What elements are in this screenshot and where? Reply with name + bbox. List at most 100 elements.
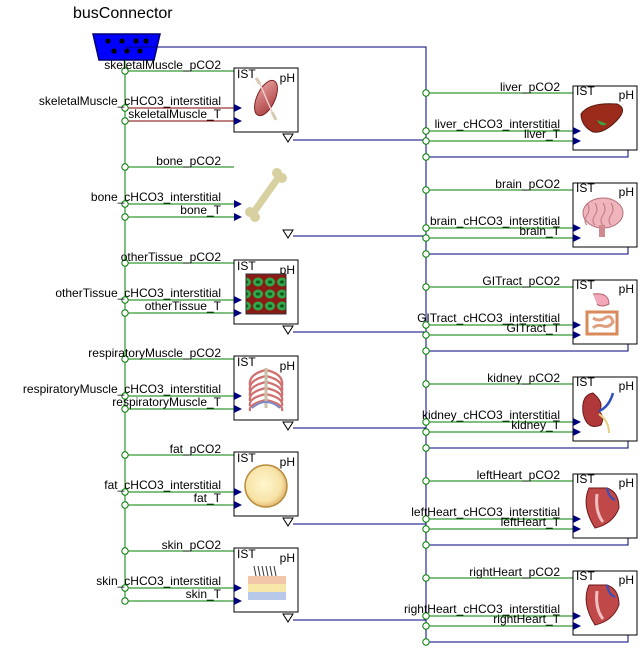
- junction-dot[interactable]: [422, 622, 430, 630]
- junction-dot[interactable]: [121, 117, 129, 125]
- tissue-cells-icon: [245, 273, 287, 315]
- junction-dot[interactable]: [422, 283, 430, 291]
- ph-output-arrow[interactable]: [282, 229, 294, 239]
- junction-dot[interactable]: [422, 137, 430, 145]
- junction-dot[interactable]: [121, 547, 129, 555]
- hco3-input-arrow[interactable]: [234, 104, 242, 112]
- organ-block-liver[interactable]: liver_pCO2liver_cHCO3_interstitialliver_…: [422, 80, 638, 161]
- junction-dot[interactable]: [422, 331, 430, 339]
- temp-input-arrow[interactable]: [234, 501, 242, 509]
- hco3-input-arrow[interactable]: [573, 418, 581, 426]
- temp-input-arrow[interactable]: [573, 234, 581, 242]
- temp-input-arrow[interactable]: [234, 405, 242, 413]
- junction-dot[interactable]: [121, 104, 129, 112]
- temp-label: kidney_T: [511, 418, 560, 432]
- ist-port-label: IST: [576, 472, 595, 486]
- temp-input-arrow[interactable]: [573, 622, 581, 630]
- temp-input-arrow[interactable]: [234, 309, 242, 317]
- junction-dot[interactable]: [121, 67, 129, 75]
- junction-dot[interactable]: [422, 612, 430, 620]
- hco3-input-arrow[interactable]: [234, 584, 242, 592]
- junction-dot[interactable]: [121, 488, 129, 496]
- junction-dot[interactable]: [121, 163, 129, 171]
- temp-label: brain_T: [519, 224, 560, 238]
- ph-output-arrow[interactable]: [282, 613, 294, 623]
- hco3-input-arrow[interactable]: [234, 392, 242, 400]
- junction-dot[interactable]: [422, 428, 430, 436]
- junction-dot[interactable]: [422, 525, 430, 533]
- hco3-input-arrow[interactable]: [573, 612, 581, 620]
- junction-dot[interactable]: [422, 418, 430, 426]
- temp-input-arrow[interactable]: [234, 117, 242, 125]
- junction-dot[interactable]: [422, 186, 430, 194]
- tissue-block-skin[interactable]: skin_pCO2skin_cHCO3_interstitialskin_TIS…: [96, 538, 426, 623]
- junction-dot[interactable]: [121, 296, 129, 304]
- ph-output-wire: [426, 344, 629, 352]
- block-box[interactable]: [233, 547, 299, 613]
- junction-dot[interactable]: [422, 347, 430, 355]
- junction-dot[interactable]: [121, 259, 129, 267]
- ph-output-arrow[interactable]: [282, 421, 294, 431]
- hco3-label: skin_cHCO3_interstitial: [96, 574, 221, 588]
- ph-output-arrow[interactable]: [282, 133, 294, 143]
- junction-dot[interactable]: [121, 392, 129, 400]
- organ-block-leftHeart[interactable]: leftHeart_pCO2leftHeart_cHCO3_interstiti…: [411, 468, 638, 549]
- tissue-block-respiratoryMuscle[interactable]: respiratoryMuscle_pCO2respiratoryMuscle_…: [23, 346, 426, 431]
- hco3-label: GITract_cHCO3_interstitial: [417, 311, 560, 325]
- hco3-input-arrow[interactable]: [234, 488, 242, 496]
- junction-dot[interactable]: [422, 477, 430, 485]
- junction-dot[interactable]: [422, 234, 430, 242]
- hco3-input-arrow[interactable]: [234, 200, 242, 208]
- junction-dot[interactable]: [121, 597, 129, 605]
- organ-block-brain[interactable]: brain_pCO2brain_cHCO3_interstitialbrain_…: [422, 177, 638, 258]
- ph-output-wire: [426, 150, 629, 158]
- junction-dot[interactable]: [422, 541, 430, 549]
- junction-dot[interactable]: [422, 153, 430, 161]
- organ-block-GITract[interactable]: GITract_pCO2GITract_cHCO3_interstitialGI…: [417, 274, 638, 355]
- ph-output-arrow[interactable]: [282, 517, 294, 527]
- tissue-block-skeletalMuscle[interactable]: skeletalMuscle_pCO2skeletalMuscle_cHCO3_…: [39, 58, 426, 143]
- junction-dot[interactable]: [121, 584, 129, 592]
- block-box[interactable]: [572, 376, 638, 442]
- temp-input-arrow[interactable]: [573, 428, 581, 436]
- junction-dot[interactable]: [422, 127, 430, 135]
- junction-dot[interactable]: [422, 380, 430, 388]
- temp-input-arrow[interactable]: [234, 213, 242, 221]
- temp-input-arrow[interactable]: [573, 331, 581, 339]
- ph-output-arrow[interactable]: [282, 325, 294, 335]
- organ-block-rightHeart[interactable]: rightHeart_pCO2rightHeart_cHCO3_intersti…: [404, 565, 638, 646]
- junction-dot[interactable]: [422, 638, 430, 646]
- temp-label: fat_T: [194, 491, 222, 505]
- junction-dot[interactable]: [121, 451, 129, 459]
- temp-input-arrow[interactable]: [573, 137, 581, 145]
- hco3-label: respiratoryMuscle_cHCO3_interstitial: [23, 382, 221, 396]
- junction-dot[interactable]: [121, 355, 129, 363]
- junction-dot[interactable]: [121, 200, 129, 208]
- junction-dot[interactable]: [121, 405, 129, 413]
- temp-input-arrow[interactable]: [234, 597, 242, 605]
- hco3-input-arrow[interactable]: [234, 296, 242, 304]
- junction-dot[interactable]: [422, 321, 430, 329]
- hco3-label: kidney_cHCO3_interstitial: [422, 408, 560, 422]
- tissue-block-otherTissue[interactable]: otherTissue_pCO2otherTissue_cHCO3_inters…: [55, 250, 426, 335]
- junction-dot[interactable]: [121, 501, 129, 509]
- hco3-input-arrow[interactable]: [573, 224, 581, 232]
- junction-dot[interactable]: [422, 89, 430, 97]
- temp-input-arrow[interactable]: [573, 525, 581, 533]
- hco3-input-arrow[interactable]: [573, 321, 581, 329]
- junction-dot[interactable]: [121, 213, 129, 221]
- hco3-label: brain_cHCO3_interstitial: [430, 214, 560, 228]
- hco3-input-arrow[interactable]: [573, 127, 581, 135]
- junction-dot[interactable]: [422, 250, 430, 258]
- junction-dot[interactable]: [422, 444, 430, 452]
- junction-dot[interactable]: [422, 515, 430, 523]
- junction-dot[interactable]: [422, 574, 430, 582]
- organ-block-kidney[interactable]: kidney_pCO2kidney_cHCO3_interstitialkidn…: [422, 371, 638, 452]
- junction-dot[interactable]: [121, 309, 129, 317]
- heart-icon: [585, 584, 620, 626]
- ph-output-wire: [426, 635, 629, 643]
- hco3-input-arrow[interactable]: [573, 515, 581, 523]
- junction-dot[interactable]: [422, 224, 430, 232]
